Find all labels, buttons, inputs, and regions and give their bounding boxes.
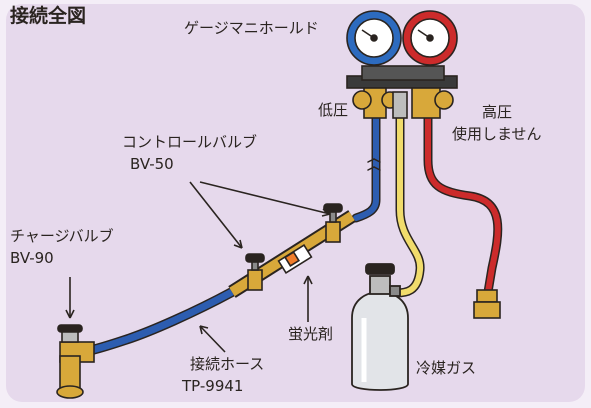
low-pressure-gauge-icon [346, 10, 402, 66]
refrigerant-cylinder [351, 263, 409, 391]
yellow-hose [391, 113, 425, 298]
red-hose-end-fitting [473, 289, 501, 319]
arrow-connection-hose [199, 325, 226, 353]
gauge-manifold [346, 10, 458, 119]
control-valve-upper [323, 203, 343, 243]
label-connection-hose-model: TP-9941 [182, 377, 244, 395]
label-high-pressure-note: 使用しません [452, 125, 542, 143]
diagram-title: 接続全図 [10, 5, 87, 27]
manifold-valve-knobs [352, 87, 454, 119]
control-valve-lower [245, 253, 265, 291]
label-fluorescent-agent: 蛍光剤 [288, 325, 334, 343]
arrow-control-valve-upper [199, 181, 331, 215]
blue-hose-top [351, 113, 381, 223]
label-charge-valve-model: BV-90 [10, 249, 54, 267]
high-pressure-gauge-icon [402, 10, 458, 66]
control-valve-assembly [228, 203, 356, 298]
red-hose [423, 113, 503, 297]
charge-valve [56, 324, 95, 399]
label-gauge-manifold: ゲージマニホールド [184, 19, 319, 37]
blue-hose-bottom [87, 287, 237, 355]
label-refrigerant-gas: 冷媒ガス [416, 359, 477, 377]
arrow-control-valve-lower [189, 181, 243, 249]
label-connection-hose: 接続ホース [190, 355, 265, 373]
label-high-pressure: 高圧 [482, 103, 513, 121]
label-control-valve-model: BV-50 [130, 155, 174, 173]
leader-arrows [65, 181, 331, 353]
label-charge-valve: チャージバルブ [10, 227, 114, 245]
label-control-valve: コントロールバルブ [122, 133, 258, 151]
label-low-pressure: 低圧 [318, 101, 349, 119]
